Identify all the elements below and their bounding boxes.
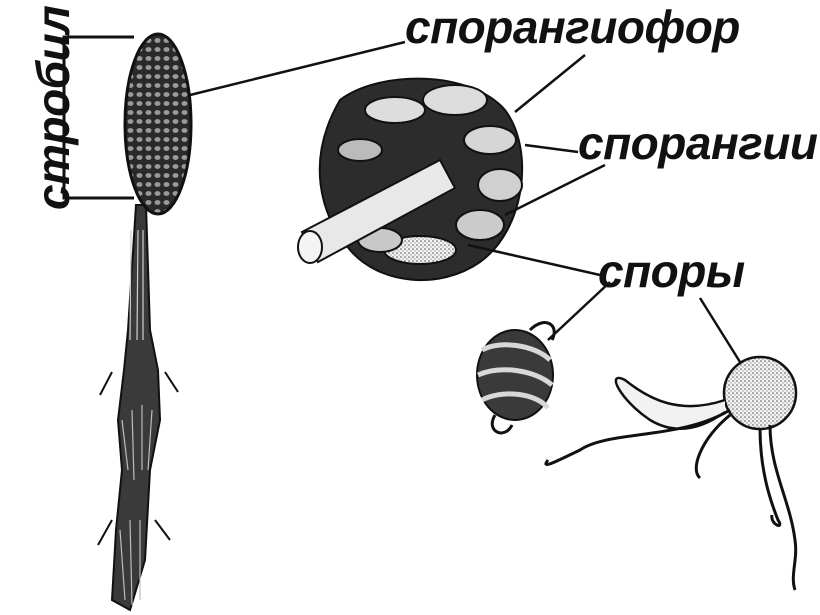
leader-sporangii-1 <box>525 145 578 152</box>
leader-sporangiofor-2 <box>515 55 585 112</box>
leader-spory-3 <box>700 298 740 362</box>
strobil-cone <box>125 34 191 214</box>
label-spory: споры <box>598 248 745 294</box>
spore-with-elaters <box>546 357 796 590</box>
label-sporangiofor: спорангиофор <box>405 4 740 50</box>
leader-spory-1 <box>468 245 600 275</box>
spore-coiled <box>477 323 554 433</box>
label-sporangii: спорангии <box>578 120 818 166</box>
label-strobil: стробил <box>30 6 76 210</box>
horsetail-stem <box>98 205 178 610</box>
